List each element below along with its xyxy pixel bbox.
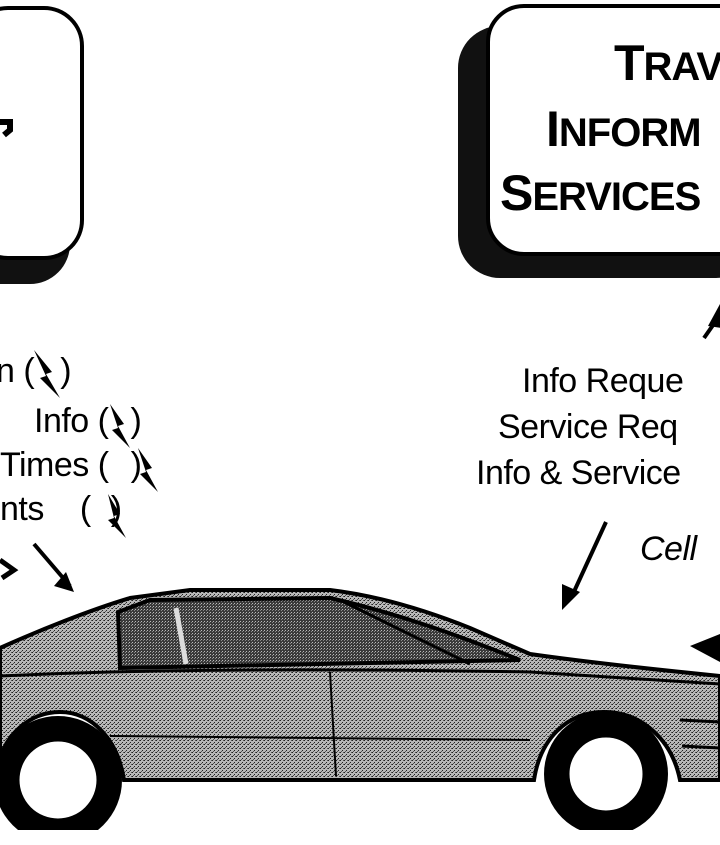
left-edge-glyph: [0, 557, 19, 581]
left-box-glyph: [0, 119, 13, 138]
car-window-edge: [339, 598, 471, 666]
left-label-line3-text: Times (: [0, 446, 109, 484]
cellular-label: Cell: [640, 530, 697, 568]
left-label-line4-close: ): [110, 490, 122, 528]
car-window: [115, 595, 521, 671]
car-door-line: [329, 671, 337, 777]
lightning-icon: [138, 448, 158, 492]
left-label-line4-open: (: [79, 490, 91, 528]
tis-box: [458, 4, 720, 278]
left-label-line4-text: nts: [0, 490, 44, 528]
lightning-icon: [108, 494, 126, 538]
ground: [0, 830, 720, 845]
info-request-label: Info Reque: [522, 362, 684, 400]
car: [0, 588, 720, 845]
tis-title-line3: SERVICES: [500, 165, 701, 221]
left-down-arrow-icon: [32, 542, 74, 592]
lightning-icon: [34, 350, 60, 398]
down-arrow-to-car-icon: [562, 521, 608, 610]
left-label-line1-close: ): [60, 352, 72, 390]
left-label-line3: Times (): [0, 446, 142, 484]
info-service-label: Info & Service: [476, 454, 681, 492]
left-lightning-icons: [34, 350, 158, 538]
car-right-hub: [566, 734, 646, 814]
cellular-arrow-icon: [690, 634, 720, 662]
left-box: [0, 6, 84, 284]
car-left-hub: [16, 738, 100, 822]
tis-title-line1: TRAV: [614, 35, 720, 91]
left-label-line2: Info (): [0, 402, 142, 440]
tis-title-line2: INFORM: [546, 101, 702, 157]
left-label-line1: n (): [0, 352, 72, 390]
car-pillar: [173, 607, 189, 665]
service-request-label: Service Req: [498, 408, 678, 446]
car-beltline: [0, 668, 720, 686]
left-label-line2-close: ): [130, 402, 142, 440]
car-trim: [109, 735, 531, 741]
left-box-frame: [0, 6, 84, 260]
left-label-line4: nts (): [0, 492, 122, 526]
left-label-line1-text: n (: [0, 352, 35, 390]
tis-box-frame: [486, 4, 720, 256]
left-label-line2-text: Info (: [34, 402, 109, 440]
left-label-line3-close: ): [130, 446, 142, 484]
car-bumper-lines: [679, 718, 720, 750]
up-arrow-to-tis-icon: [702, 304, 720, 340]
lightning-icon: [110, 404, 130, 448]
